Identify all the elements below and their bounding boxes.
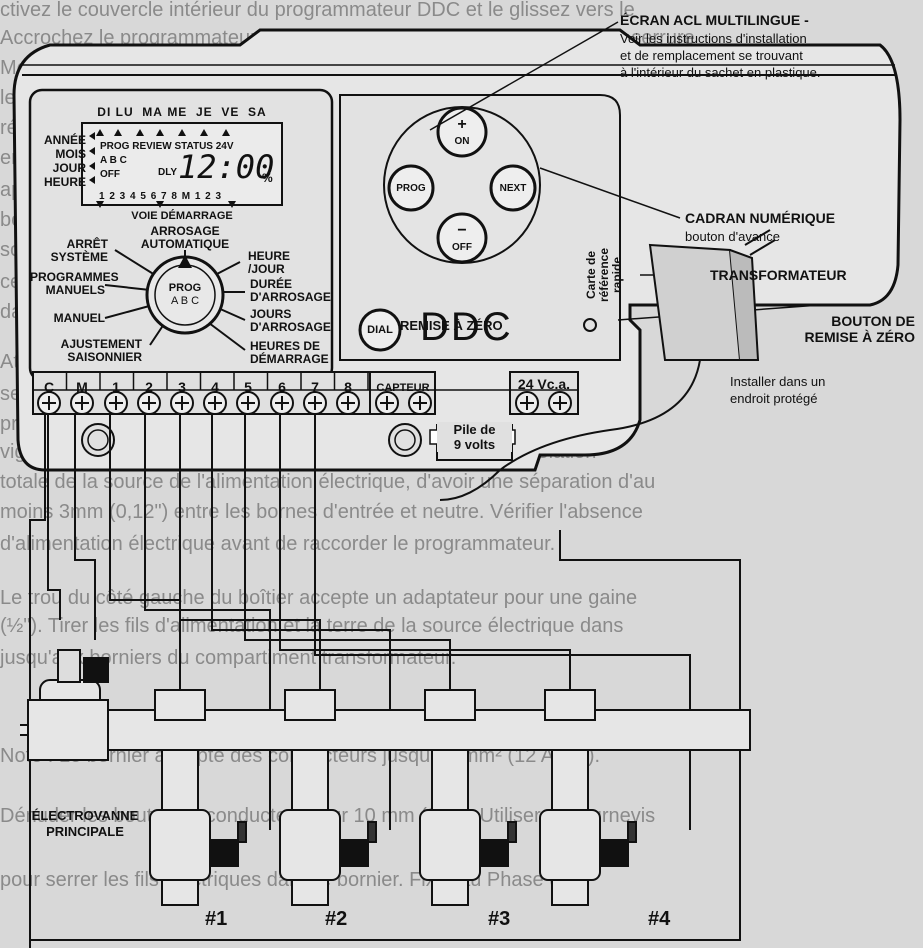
- reset-label: REMISE À ZÉRO: [400, 318, 503, 333]
- lcd-left-label: HEURE: [43, 175, 86, 189]
- off-button-label[interactable]: OFF: [452, 242, 472, 253]
- lcd-left-label: JOUR: [52, 161, 86, 175]
- prog-button: [387, 164, 435, 212]
- dial-button-label[interactable]: DIAL: [367, 324, 393, 336]
- knockout-hole: [81, 423, 115, 457]
- on-button: [436, 106, 488, 158]
- day-arrows: [96, 129, 230, 136]
- zone-4-label: #4: [648, 908, 671, 930]
- next-button: [489, 164, 537, 212]
- lcd-screen: [81, 122, 283, 206]
- lcd-status-row: PROG REVIEW STATUS 24V: [100, 141, 234, 152]
- terminal-label: M: [76, 379, 88, 395]
- zone-valve: [149, 689, 247, 906]
- terminal-label: 5: [244, 379, 252, 395]
- sensor-terminal-label: CAPTEUR: [376, 382, 430, 394]
- zone-valve: [419, 689, 517, 906]
- transformer-cable: [439, 359, 701, 501]
- background-text-line: d'alimentation électrique avant de racco…: [0, 534, 556, 554]
- prog-button-label[interactable]: PROG: [396, 183, 426, 194]
- zone-3-label: #3: [488, 908, 511, 930]
- reset-button: [583, 318, 597, 332]
- dial-callout-title: CADRAN NUMÉRIQUE: [685, 210, 836, 226]
- terminal-label: 1: [112, 379, 120, 395]
- background-text-line: jusqu'aux borniers du compartiment trans…: [0, 648, 457, 668]
- terminal-label: 6: [278, 379, 286, 395]
- transformer-callout: TRANSFORMATEUR: [710, 267, 847, 283]
- zone-valves: [149, 689, 637, 906]
- lcd-left-label: ANNÉE: [43, 133, 86, 147]
- on-button-label[interactable]: ON: [454, 136, 470, 147]
- dial-pointer: [178, 255, 192, 268]
- zone-valve: [279, 689, 377, 906]
- lcd-dly: DLY: [158, 167, 178, 178]
- dial-label-manuel: MANUEL: [53, 311, 105, 325]
- next-button-label[interactable]: NEXT: [499, 183, 527, 194]
- terminal-label: 8: [344, 379, 352, 395]
- dial-button: [358, 308, 402, 352]
- dial-callout-body: bouton d'avance: [685, 229, 781, 244]
- lcd-zone-row: 1 2 3 4 5 6 7 8 M 1 2 3: [99, 191, 223, 202]
- minus-icon: −: [457, 222, 467, 239]
- vac-terminal-label: 24 Vc.a.: [517, 376, 571, 392]
- main-valve: [27, 649, 109, 761]
- dial-label-heure: HEURE/JOUR: [248, 249, 291, 276]
- zone-1-label: #1: [205, 908, 228, 930]
- terminal-label: 7: [311, 379, 319, 395]
- lcd-abc: A B C: [100, 155, 127, 166]
- background-text-line: ctivez le couvercle intérieur du program…: [0, 0, 635, 20]
- background-text-line: (½"). Tirer les fils d'alimentation et l…: [0, 616, 624, 636]
- lcd-time: 12:00: [178, 148, 275, 186]
- off-button: [436, 212, 488, 264]
- background-text-line: Le trou du côté gauche du boîtier accept…: [0, 588, 638, 608]
- background-text-line: moins 3mm (0,12") entre les bornes d'ent…: [0, 502, 643, 522]
- terminal-label: C: [43, 379, 55, 395]
- terminal-label: 2: [145, 379, 153, 395]
- lcd-percent: %: [262, 171, 273, 185]
- knockout-hole: [388, 423, 422, 457]
- wiring: [29, 414, 741, 948]
- lcd-day-labels: DI LU MA ME JE VE SA: [97, 105, 267, 119]
- pipe: [20, 709, 751, 751]
- lcd-bottom-label: VOIE DÉMARRAGE: [131, 210, 233, 222]
- terminal-label: 4: [211, 379, 219, 395]
- dial-spokes: [104, 249, 246, 351]
- terminal-screws: [32, 372, 578, 415]
- transformer: [648, 243, 742, 361]
- lcd-off: OFF: [100, 169, 120, 180]
- brand-logo: DDC: [420, 305, 513, 349]
- plus-icon: +: [457, 116, 467, 133]
- lcd-bottom-arrows: [96, 201, 236, 208]
- terminal-label: 3: [178, 379, 186, 395]
- lcd-left-label: MOIS: [55, 147, 86, 161]
- lcd-callout-title: ÉCRAN ACL MULTILINGUE -: [620, 12, 809, 28]
- zone-2-label: #2: [325, 908, 348, 930]
- zone-valve: [539, 689, 637, 906]
- left-arrows: [89, 132, 95, 184]
